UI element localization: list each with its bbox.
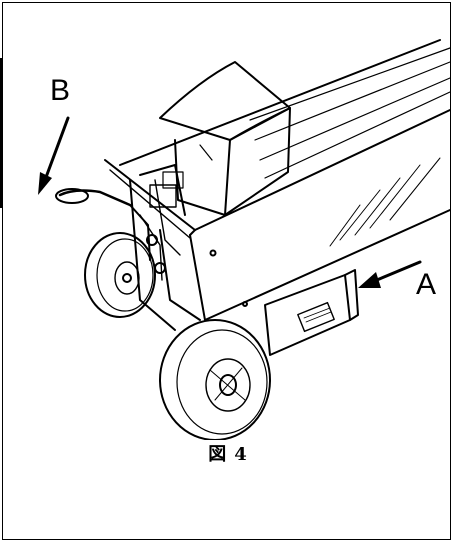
- arrow-a: [370, 260, 422, 284]
- rear-wheel: [84, 232, 156, 318]
- callout-label-a: A: [416, 268, 437, 301]
- arrow-b-head: [38, 172, 52, 195]
- front-wheel: [159, 319, 271, 440]
- caption-number: 4: [234, 444, 247, 465]
- page-edge-mark: [0, 58, 3, 208]
- callout-label-b: B: [50, 74, 71, 107]
- caption-prefix: 図: [208, 444, 227, 465]
- arrow-a-head: [358, 272, 381, 288]
- motor-switch-box: [264, 269, 359, 356]
- machine-body: [119, 39, 451, 321]
- log-splitter-illustration: [38, 39, 451, 440]
- front-frame: [104, 159, 201, 331]
- arrow-b: [43, 116, 70, 182]
